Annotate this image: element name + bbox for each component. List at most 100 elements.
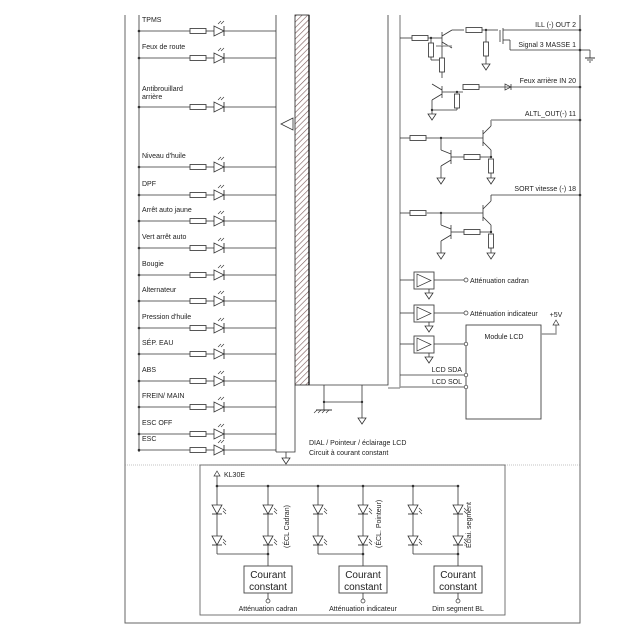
resistor (189, 28, 207, 34)
led-icon (262, 535, 278, 546)
pin-label-sort-vitesse: SORT vitesse (-) 18 (514, 186, 576, 193)
lamp-label: TPMS (142, 17, 162, 24)
led-icon (213, 210, 225, 227)
resistor (189, 55, 207, 61)
led-icon (213, 96, 225, 113)
buffer-attenuation-indicateur: Atténuation indicateur (400, 304, 538, 333)
supply-arrow-icon (213, 470, 221, 477)
led-icon (407, 504, 423, 515)
led-string (211, 484, 227, 554)
led-string (452, 484, 468, 554)
resistor (189, 378, 207, 384)
microcontroller-ic (309, 15, 389, 386)
lamp-label: FREIN/ MAIN (142, 393, 184, 400)
led-icon (357, 535, 373, 546)
resistor (189, 325, 207, 331)
lamp-row: Arrêt auto jaune (137, 207, 276, 227)
lamp-row: Feux de route (137, 44, 276, 64)
lamp-label: Vert arrêt auto (142, 234, 186, 241)
led-icon (452, 504, 468, 515)
lamp-label: Bougie (142, 261, 164, 268)
led-icon (262, 504, 278, 515)
resistor (189, 104, 207, 110)
lamp-row: SÉP. EAU (137, 338, 276, 360)
ground-icon (281, 457, 291, 465)
kl30e-label: KL30E (224, 472, 245, 479)
lcd-module-label: Module LCD (485, 334, 524, 341)
led-icon (213, 370, 225, 387)
backlight-title-line1: DIAL / Pointeur / éclairage LCD (309, 440, 406, 447)
lamp-label: Feux de route (142, 44, 185, 51)
led-icon (312, 504, 328, 515)
control-input-label: Dim segment BL (432, 606, 484, 613)
led-icon (213, 423, 225, 440)
led-icon (452, 535, 468, 546)
feux-arriere-input-stage: Feux arrière IN 20 (427, 78, 582, 121)
pin-label-feux-arriere: Feux arrière IN 20 (520, 78, 577, 85)
led-icon (213, 20, 225, 37)
lamp-row: Bougie (137, 261, 276, 281)
led-string (262, 484, 278, 554)
resistor (189, 447, 207, 453)
group-label-ecl-cadran: (ÉCL Cadran) (282, 505, 291, 548)
lamp-row: ABS (137, 367, 276, 387)
lcd-sda-label: LCD SDA (432, 367, 463, 374)
led-icon (213, 343, 225, 360)
resistor (189, 218, 207, 224)
resistor (189, 298, 207, 304)
led-icon (407, 535, 423, 546)
resistor (189, 351, 207, 357)
led-icon (211, 504, 227, 515)
led-icon (213, 439, 225, 456)
lamp-row: FREIN/ MAIN (137, 393, 276, 413)
lamp-label: DPF (142, 181, 156, 188)
current-source-label-line2: constant (249, 582, 287, 593)
backlight-led-strings (211, 484, 468, 566)
lamp-row: Alternateur (137, 287, 276, 307)
ic-hatched-edge (294, 14, 310, 386)
resistor (189, 192, 207, 198)
lamp-label: ESC (142, 436, 156, 443)
led-icon (213, 317, 225, 334)
lamp-row: ESC OFF (137, 420, 276, 440)
lamp-row: Pression d'huile (137, 314, 276, 334)
lcd-supply-label: +5V (550, 312, 563, 319)
current-source-label-line2: constant (344, 582, 382, 593)
resistor (189, 272, 207, 278)
pin-label-ill-out: ILL (-) OUT 2 (535, 22, 576, 29)
svg-text:(ÉCL. Pointeur): (ÉCL. Pointeur) (374, 500, 383, 548)
led-icon (213, 264, 225, 281)
lamp-label: Arrêt auto jaune (142, 207, 192, 214)
lamp-row: DPF (137, 181, 276, 201)
input-arrow-icon (280, 117, 294, 131)
control-input-label: Atténuation cadran (239, 606, 298, 613)
backlight-circuit-box (199, 464, 506, 616)
resistor (189, 164, 207, 170)
lamp-row: TPMS (137, 17, 276, 37)
sort-vitesse-output-stage: SORT vitesse (-) 18 (400, 186, 582, 260)
altl-output-stage: ALTL_OUT(-) 11 (400, 111, 582, 185)
lamp-row: ESC (137, 436, 276, 456)
led-icon (213, 290, 225, 307)
lamp-label-line2: arrière (142, 94, 162, 101)
svg-text:(ÉCL Cadran): (ÉCL Cadran) (282, 505, 291, 548)
svg-text:Éclai. segment: Éclai. segment (464, 502, 473, 548)
led-icon (213, 47, 225, 64)
label-attenuation-cadran: Atténuation cadran (470, 278, 529, 285)
led-icon (213, 156, 225, 173)
led-icon (357, 504, 373, 515)
led-icon (312, 535, 328, 546)
led-icon (211, 535, 227, 546)
lamp-label: Pression d'huile (142, 314, 191, 321)
current-source-label: Courant (345, 570, 381, 581)
lamp-label: Antibrouillard (142, 86, 183, 93)
group-label-eclai-segment: Éclai. segment (464, 502, 473, 548)
resistor (189, 245, 207, 251)
current-source-label: Courant (440, 570, 476, 581)
lcd-scl-label: LCD SOL (432, 379, 462, 386)
led-icon (213, 237, 225, 254)
